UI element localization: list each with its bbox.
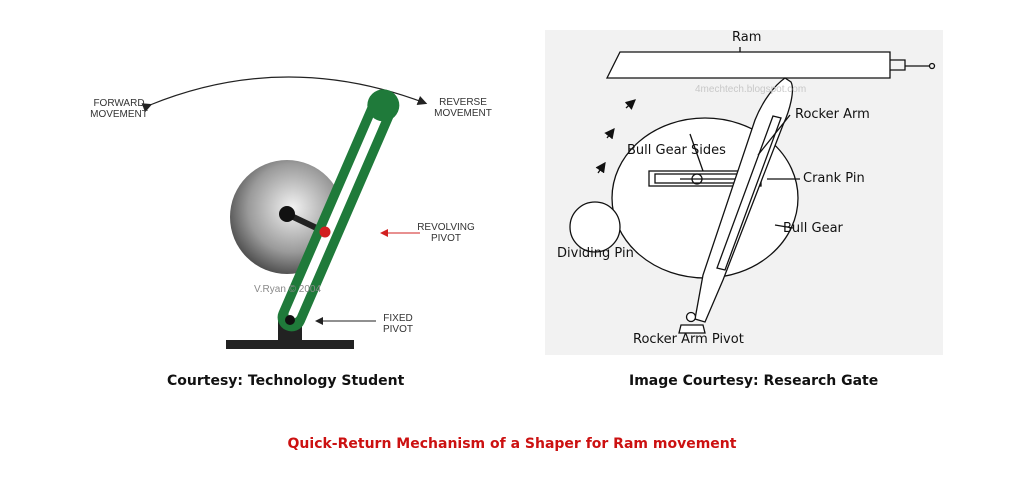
- right-mechanism-drawing: [569, 47, 936, 334]
- crank-pin-label: Crank Pin: [803, 171, 865, 186]
- right-caption: Image Courtesy: Research Gate: [629, 373, 879, 389]
- base-plate: [226, 340, 354, 349]
- rocker-arm-group: [277, 89, 400, 332]
- arm-top-end: [367, 89, 400, 122]
- right-watermark: 4mechtech.blogspot.com: [695, 84, 807, 95]
- figure-title: Quick-Return Mechanism of a Shaper for R…: [287, 436, 737, 452]
- pivot-base: [678, 324, 706, 334]
- dividing-pin: [569, 201, 621, 253]
- left-caption: Courtesy: Technology Student: [167, 373, 405, 389]
- left-mechanism-drawing: [141, 76, 428, 349]
- rocker-pivot: [685, 311, 697, 323]
- bull-gear-sides-label: Bull Gear Sides: [627, 143, 726, 158]
- bull-gear-label: Bull Gear: [783, 221, 843, 236]
- right-diagram: Ram Rocker Arm Bull Gear Sides Crank Pin…: [545, 30, 943, 355]
- ram-body: [605, 51, 891, 79]
- left-watermark: V.Ryan © 2004: [254, 284, 322, 295]
- fixed-pivot-dot: [285, 315, 295, 325]
- rocker-slot: [288, 114, 383, 319]
- rocker-arm-pivot-label: Rocker Arm Pivot: [633, 332, 744, 347]
- revolving-pivot-dot: [319, 226, 331, 238]
- disc-center: [279, 206, 295, 222]
- dividing-pin-label: Dividing Pin: [557, 246, 634, 261]
- ram-label: Ram: [732, 30, 762, 45]
- ram-tool-holder: [890, 59, 906, 71]
- rocker-arm-label: Rocker Arm: [795, 107, 870, 122]
- rocker-slot-right: [716, 115, 782, 271]
